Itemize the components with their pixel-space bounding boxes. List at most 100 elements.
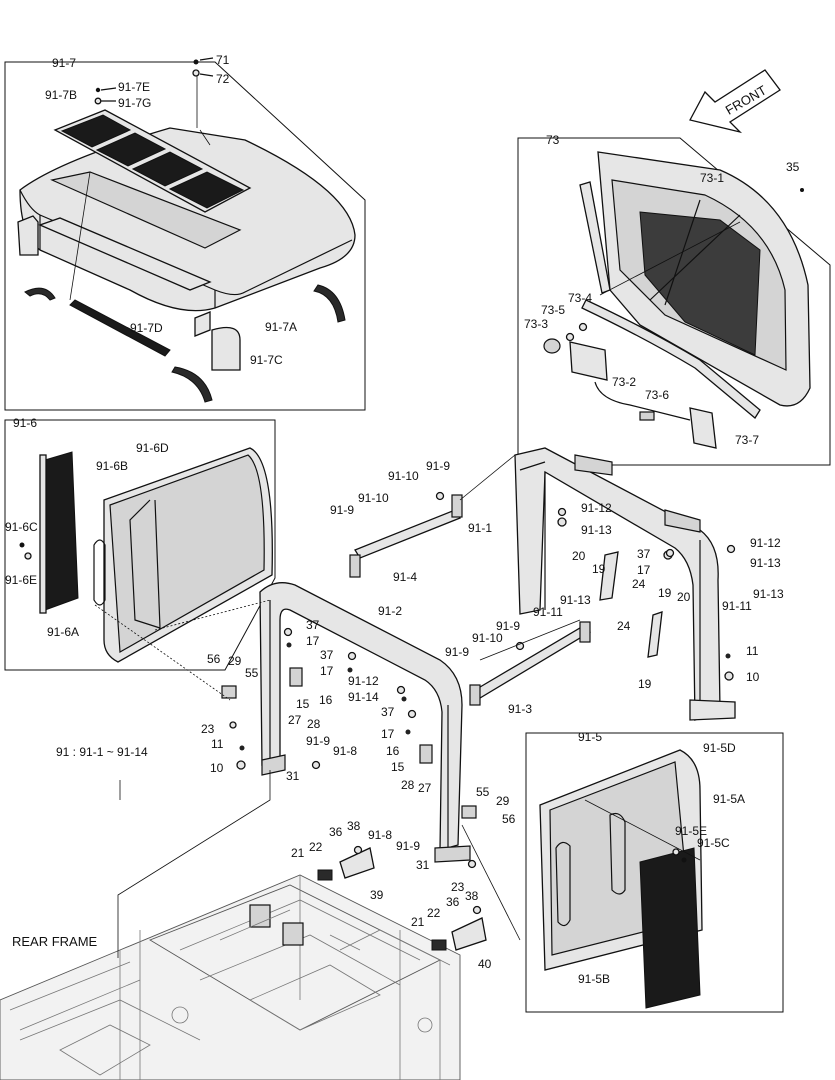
label-37-a: 37 — [637, 547, 651, 561]
label-73-2: 73-2 — [612, 375, 636, 389]
group-91-5 — [525, 732, 784, 1013]
label-21-a: 21 — [291, 846, 305, 860]
box-91-7-outline — [4, 61, 366, 411]
label-91-2: 91-2 — [378, 604, 402, 618]
label-23-b: 23 — [451, 880, 465, 894]
label-91-7A: 91-7A — [265, 320, 297, 334]
label-37-d: 37 — [381, 705, 395, 719]
label-91-7C: 91-7C — [250, 353, 283, 367]
fasteners — [229, 491, 736, 915]
label-19-c: 19 — [638, 677, 652, 691]
label-23-a: 23 — [201, 722, 215, 736]
label-91-9-c: 91-9 — [496, 619, 520, 633]
label-91-12-a: 91-12 — [581, 501, 612, 515]
box-label-73: 73 — [546, 133, 560, 147]
label-91-8-a: 91-8 — [333, 744, 357, 758]
label-56-b: 56 — [502, 812, 516, 826]
label-91-5E: 91-5E — [675, 824, 707, 838]
label-91-10-a: 91-10 — [388, 469, 419, 483]
box-91-5-outline — [525, 732, 784, 1013]
label-37-c: 37 — [320, 648, 334, 662]
label-17-b: 17 — [306, 634, 320, 648]
brackets-15-55-39-40 — [221, 667, 487, 951]
label-91-9-a: 91-9 — [426, 459, 450, 473]
label-73-4: 73-4 — [568, 291, 592, 305]
box-label-91-5: 91-5 — [578, 730, 602, 744]
box-73-outline — [517, 137, 831, 466]
label-20-a: 20 — [572, 549, 586, 563]
label-56-a: 56 — [207, 652, 221, 666]
part-91-3-bar — [469, 621, 591, 706]
label-72: 72 — [216, 72, 230, 86]
label-91-6D: 91-6D — [136, 441, 169, 455]
label-91-7G: 91-7G — [118, 96, 151, 110]
label-19-a: 19 — [592, 562, 606, 576]
label-91-5D: 91-5D — [703, 741, 736, 755]
label-71: 71 — [216, 53, 230, 67]
label-91-10-b: 91-10 — [358, 491, 389, 505]
label-91-3: 91-3 — [508, 702, 532, 716]
label-91-13-d: 91-13 — [753, 587, 784, 601]
label-91-1: 91-1 — [468, 521, 492, 535]
label-91-10-c: 91-10 — [472, 631, 503, 645]
label-15-a: 15 — [391, 760, 405, 774]
rear-frame-drawing — [0, 874, 461, 1080]
label-91-12-c: 91-12 — [348, 674, 379, 688]
label-73-5: 73-5 — [541, 303, 565, 317]
label-17-d: 17 — [381, 727, 395, 741]
label-22-b: 22 — [427, 906, 441, 920]
label-38-a: 38 — [347, 819, 361, 833]
label-91-13-b: 91-13 — [560, 593, 591, 607]
label-91-5B: 91-5B — [578, 972, 610, 986]
label-91-9-b: 91-9 — [330, 503, 354, 517]
box-91-6-outline — [4, 419, 276, 671]
label-91-7B: 91-7B — [45, 88, 77, 102]
leader-lines — [94, 221, 741, 958]
label-29-a: 29 — [228, 654, 242, 668]
front-arrow: FRONT — [689, 69, 781, 134]
label-91-6E: 91-6E — [5, 573, 37, 587]
label-27-b: 27 — [418, 781, 432, 795]
label-31-a: 31 — [286, 769, 300, 783]
label-36-a: 36 — [329, 825, 343, 839]
label-35: 35 — [786, 160, 800, 174]
label-24-a: 24 — [632, 577, 646, 591]
group-91-6 — [4, 419, 276, 671]
label-11-a: 11 — [746, 644, 759, 658]
box-label-91-6: 91-6 — [13, 416, 37, 430]
label-36-b: 36 — [446, 895, 460, 909]
label-17-a: 17 — [637, 563, 651, 577]
label-28-a: 28 — [307, 717, 321, 731]
label-16-a: 16 — [386, 744, 400, 758]
label-11-b: 11 — [211, 737, 224, 751]
label-39: 39 — [370, 888, 384, 902]
label-55-a: 55 — [245, 666, 259, 680]
label-10-b: 10 — [210, 761, 224, 775]
label-91-4: 91-4 — [393, 570, 417, 584]
label-73-3: 73-3 — [524, 317, 548, 331]
label-10-a: 10 — [746, 670, 760, 684]
label-91-13-a: 91-13 — [581, 523, 612, 537]
label-91-5A: 91-5A — [713, 792, 745, 806]
label-38-b: 38 — [465, 889, 479, 903]
label-73-6: 73-6 — [645, 388, 669, 402]
label-31-b: 31 — [416, 858, 430, 872]
label-21-b: 21 — [411, 915, 425, 929]
label-91-11-a: 91-11 — [533, 605, 563, 619]
label-15-b: 15 — [296, 697, 310, 711]
part-91-4-bar — [349, 494, 463, 578]
label-91-6B: 91-6B — [96, 459, 128, 473]
part-91-1-frame — [514, 447, 736, 721]
label-40: 40 — [478, 957, 492, 971]
label-91-8-b: 91-8 — [368, 828, 392, 842]
label-91-5C: 91-5C — [697, 836, 730, 850]
label-37-b: 37 — [306, 618, 320, 632]
label-91-11-b: 91-11 — [722, 599, 752, 613]
label-19-b: 19 — [658, 586, 672, 600]
box-label-91-7: 91-7 — [52, 56, 76, 70]
label-17-c: 17 — [320, 664, 334, 678]
label-73-1: 73-1 — [700, 171, 724, 185]
label-55-b: 55 — [476, 785, 490, 799]
group-91-7 — [4, 57, 366, 411]
